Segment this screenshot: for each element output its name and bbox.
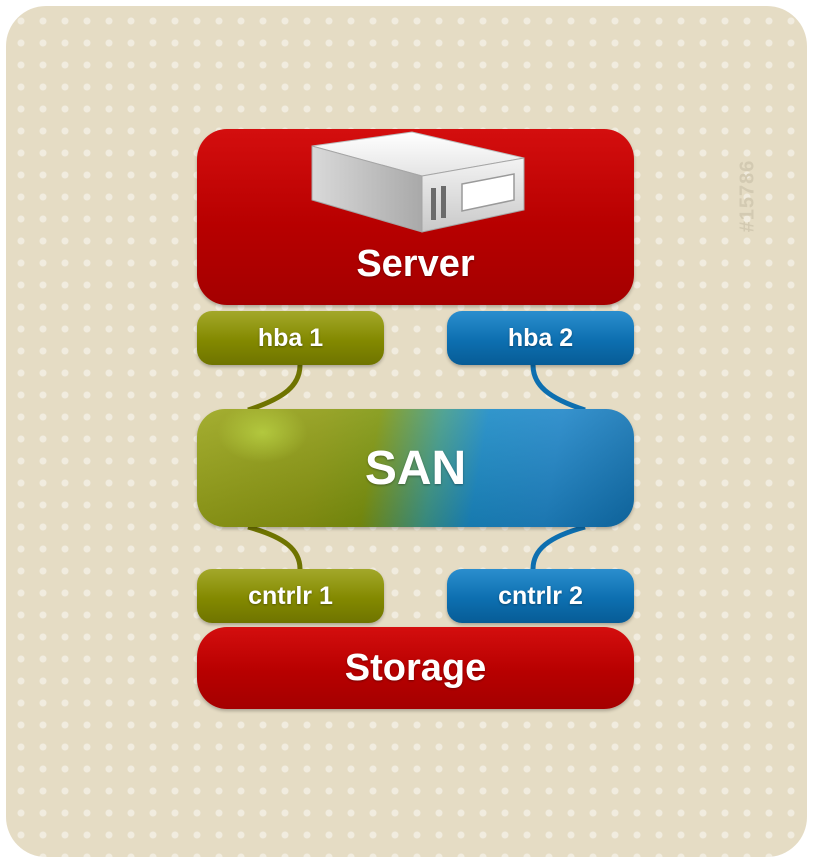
server-label: Server — [356, 243, 475, 285]
server-box-icon — [311, 131, 525, 233]
figure-id-watermark: #15786 — [736, 159, 759, 233]
san-label: SAN — [364, 441, 467, 495]
controller-1: cntrlr 1 — [197, 569, 384, 623]
hba-1-label: hba 1 — [257, 323, 324, 352]
controller-2-label: cntrlr 2 — [498, 581, 583, 610]
san-block: SAN — [197, 409, 634, 527]
cable-hba1-san — [247, 364, 303, 413]
hba-1: hba 1 — [197, 311, 384, 365]
cable-hba2-san — [530, 364, 586, 413]
hba-2-label: hba 2 — [507, 323, 574, 352]
controller-1-label: cntrlr 1 — [248, 581, 333, 610]
cable-san-cntrlr2 — [530, 524, 586, 570]
cable-san-cntrlr1 — [247, 524, 303, 570]
hba-2: hba 2 — [447, 311, 634, 365]
controller-2: cntrlr 2 — [447, 569, 634, 623]
storage-label: Storage — [344, 646, 487, 689]
storage-block: Storage — [197, 627, 634, 709]
